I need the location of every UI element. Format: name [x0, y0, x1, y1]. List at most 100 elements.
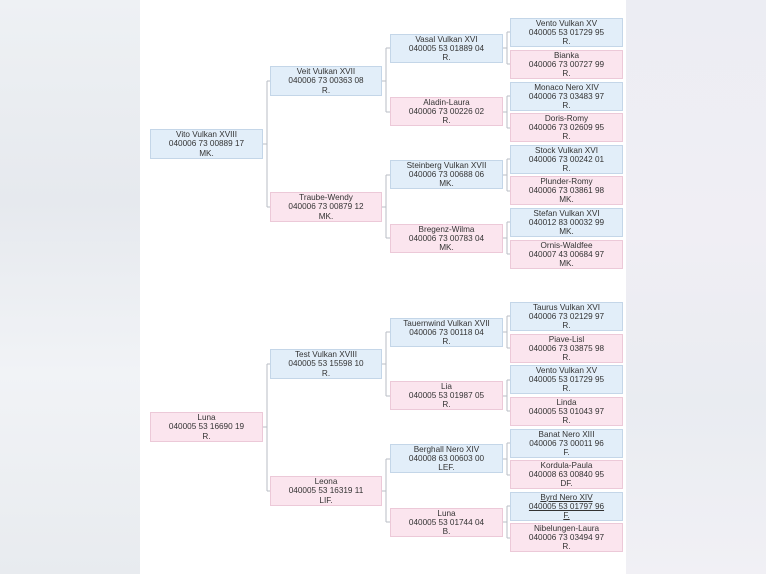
horse-suffix: MK. [199, 148, 214, 158]
horse-name: Monaco Nero XIV [534, 82, 599, 92]
pedigree-2-gen3-3[interactable]: Berghall Nero XIV 040008 63 00603 00 LEF… [390, 444, 503, 473]
pedigree-1-sire[interactable]: Veit Vulkan XVII 040006 73 00363 08 R. [270, 66, 382, 96]
horse-reg: 040006 73 00688 06 [408, 169, 485, 179]
pedigree-1-gen3-4[interactable]: Bregenz-Wilma 040006 73 00783 04 MK. [390, 224, 503, 253]
horse-suffix: R. [562, 321, 571, 331]
pedigree-1-gen4-7[interactable]: Stefan Vulkan XVI 040012 83 00032 99 MK. [510, 208, 623, 237]
pedigree-2-sire[interactable]: Test Vulkan XVIII 040005 53 15598 10 R. [270, 349, 382, 379]
horse-reg: 040005 53 01729 95 [528, 374, 605, 384]
horse-reg: 040006 73 00118 04 [409, 327, 484, 337]
horse-suffix: R. [442, 337, 451, 347]
horse-name: Ornis-Waldfee [540, 240, 593, 250]
pedigree-2-gen4-4[interactable]: Linda 040005 53 01043 97 R. [510, 397, 623, 426]
pedigree-2-gen3-2[interactable]: Lia 040005 53 01987 05 R. [390, 381, 503, 410]
horse-reg: 040006 73 02609 95 [528, 122, 605, 132]
horse-reg: 040006 73 02129 97 [528, 311, 605, 321]
horse-reg: 040005 53 01987 05 [408, 390, 485, 400]
pedigree-2-gen4-5[interactable]: Banat Nero XIII 040006 73 00011 96 F. [510, 429, 623, 458]
pedigree-1-root[interactable]: Vito Vulkan XVIII 040006 73 00889 17 MK. [150, 129, 263, 159]
horse-name: Linda [556, 397, 577, 407]
horse-reg: 040006 73 00011 96 [529, 438, 604, 448]
pedigree-2-dam[interactable]: Leona 040005 53 16319 11 LIF. [270, 476, 382, 506]
pedigree-1-dam[interactable]: Traube-Wendy 040006 73 00879 12 MK. [270, 192, 382, 222]
horse-reg: 040005 53 01729 95 [528, 27, 605, 37]
horse-reg: 040006 73 00727 99 [528, 59, 605, 69]
horse-reg: 040006 73 03494 97 [528, 532, 605, 542]
pedigree-1-gen3-2[interactable]: Aladin-Laura 040006 73 00226 02 R. [390, 97, 503, 126]
horse-suffix: MK. [559, 259, 574, 269]
horse-name: Vito Vulkan XVIII [176, 130, 237, 140]
pedigree-2-gen4-1[interactable]: Taurus Vulkan XVI 040006 73 02129 97 R. [510, 302, 623, 331]
horse-name: Luna [197, 413, 216, 423]
horse-reg: 040006 73 00879 12 [288, 202, 364, 212]
horse-reg: 040006 73 00363 08 [288, 76, 364, 86]
horse-suffix: R. [562, 542, 571, 552]
pedigree-1-gen4-1[interactable]: Vento Vulkan XV 040005 53 01729 95 R. [510, 18, 623, 47]
horse-name: Bianka [553, 50, 580, 60]
pedigree-2-gen4-3[interactable]: Vento Vulkan XV 040005 53 01729 95 R. [510, 365, 623, 394]
horse-reg: 040008 63 00603 00 [408, 453, 485, 463]
horse-name: Veit Vulkan XVII [296, 67, 356, 77]
horse-name: Byrd Nero XIV [540, 492, 593, 502]
horse-reg: 040006 73 03483 97 [528, 91, 605, 101]
horse-reg: 040006 73 00783 04 [408, 233, 485, 243]
horse-suffix: F. [563, 511, 570, 521]
horse-suffix: R. [321, 85, 331, 95]
horse-reg: 040006 73 00242 01 [528, 154, 605, 164]
pedigree-1-gen4-3[interactable]: Monaco Nero XIV 040006 73 03483 97 R. [510, 82, 623, 111]
pedigree-2-root[interactable]: Luna 040005 53 16690 19 R. [150, 412, 263, 442]
pedigree-1-gen4-6[interactable]: Plunder-Romy 040006 73 03861 98 MK. [510, 176, 623, 205]
horse-suffix: R. [321, 368, 331, 378]
horse-name: Test Vulkan XVIII [294, 350, 358, 360]
horse-name: Lia [441, 381, 452, 391]
horse-name: Stefan Vulkan XVI [533, 208, 600, 218]
horse-suffix: R. [562, 164, 571, 174]
left-background-blur [0, 0, 140, 574]
horse-suffix: R. [562, 101, 571, 111]
horse-reg: 040005 53 01043 97 [528, 406, 605, 416]
horse-suffix: MK. [559, 195, 574, 205]
pedigree-2-gen4-7-link[interactable]: Byrd Nero XIV 040005 53 01797 96 F. [510, 492, 623, 521]
horse-reg: 040005 53 16319 11 [288, 486, 364, 496]
horse-reg: 040008 63 00840 95 [528, 469, 605, 479]
horse-suffix: MK. [439, 179, 454, 189]
horse-name: Vasal Vulkan XVI [415, 34, 478, 44]
pedigree-1-gen4-4[interactable]: Doris-Romy 040006 73 02609 95 R. [510, 113, 623, 142]
horse-name: Leona [314, 477, 338, 487]
horse-name: Steinberg Vulkan XVII [406, 160, 487, 170]
pedigree-2-gen4-6[interactable]: Kordula-Paula 040008 63 00840 95 DF. [510, 460, 623, 489]
pedigree-2-gen3-1[interactable]: Tauernwind Vulkan XVII 040006 73 00118 0… [390, 318, 503, 347]
horse-name: Banat Nero XIII [538, 429, 595, 439]
horse-name: Luna [437, 508, 456, 518]
pedigree-2-gen3-4[interactable]: Luna 040005 53 01744 04 B. [390, 508, 503, 537]
pedigree-2-gen4-8[interactable]: Nibelungen-Laura 040006 73 03494 97 R. [510, 523, 623, 552]
pedigree-1-gen3-1[interactable]: Vasal Vulkan XVI 040005 53 01889 04 R. [390, 34, 503, 63]
horse-suffix: R. [562, 384, 571, 394]
horse-reg: 040005 53 01797 96 [528, 501, 605, 511]
horse-suffix: R. [442, 53, 451, 63]
horse-suffix: MK. [559, 227, 574, 237]
horse-reg: 040005 53 01889 04 [408, 43, 485, 53]
horse-name: Vento Vulkan XV [535, 365, 598, 375]
horse-reg: 040005 53 16690 19 [168, 422, 245, 432]
horse-name: Aladin-Laura [423, 97, 470, 107]
horse-reg: 040006 73 03875 98 [528, 343, 605, 353]
horse-suffix: LEF. [438, 463, 455, 473]
horse-suffix: R. [562, 416, 571, 426]
pedigree-1-gen3-3[interactable]: Steinberg Vulkan XVII 040006 73 00688 06… [390, 160, 503, 189]
horse-reg: 040012 83 00032 99 [528, 217, 605, 227]
pedigree-2-gen4-2[interactable]: Piave-Lisl 040006 73 03875 98 R. [510, 334, 623, 363]
horse-name: Plunder-Romy [540, 176, 593, 186]
horse-reg: 040006 73 00226 02 [408, 106, 485, 116]
horse-suffix: R. [442, 400, 451, 410]
pedigree-1-gen4-5[interactable]: Stock Vulkan XVI 040006 73 00242 01 R. [510, 145, 623, 174]
pedigree-1-gen4-2[interactable]: Bianka 040006 73 00727 99 R. [510, 50, 623, 79]
horse-name: Nibelungen-Laura [533, 523, 600, 533]
horse-reg: 040006 73 03861 98 [528, 185, 605, 195]
horse-name: Bregenz-Wilma [418, 224, 475, 234]
horse-name: Traube-Wendy [299, 193, 353, 203]
pedigree-1-gen4-8[interactable]: Ornis-Waldfee 040007 43 00684 97 MK. [510, 240, 623, 269]
horse-suffix: R. [562, 132, 571, 142]
horse-name: Doris-Romy [544, 113, 589, 123]
